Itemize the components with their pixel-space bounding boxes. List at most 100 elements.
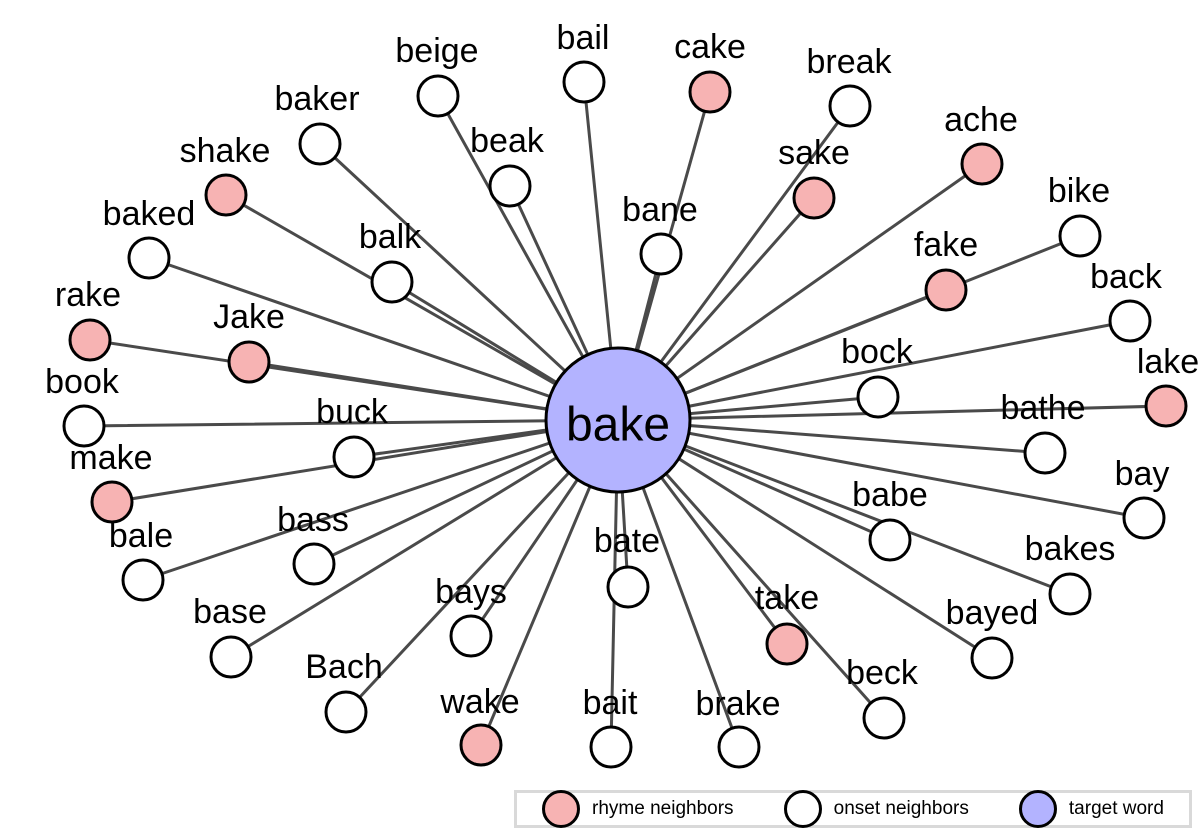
node-label-ache: ache — [944, 101, 1018, 139]
node-label-beck: beck — [846, 654, 919, 692]
node-jake — [227, 340, 271, 384]
legend: rhyme neighbors onset neighbors target w… — [514, 790, 1192, 828]
node-cake — [688, 70, 732, 114]
node-buck — [332, 435, 376, 479]
node-bate — [606, 565, 650, 609]
node-baked — [127, 236, 171, 280]
target-node-label: bake — [566, 399, 670, 452]
node-break — [828, 84, 872, 128]
node-beige — [416, 74, 460, 118]
node-label-jake: Jake — [213, 298, 285, 336]
node-bakes — [1048, 572, 1092, 616]
edge-ache — [616, 162, 984, 422]
legend-swatch-onset — [783, 790, 822, 828]
node-label-fake: fake — [914, 226, 978, 264]
node-label-wake: wake — [439, 683, 519, 721]
node-lake — [1144, 384, 1188, 428]
node-bayed — [970, 636, 1014, 680]
edge-bayed — [616, 418, 994, 660]
node-bike — [1058, 214, 1102, 258]
node-bass — [292, 542, 336, 586]
node-make — [90, 480, 134, 524]
node-label-beige: beige — [395, 32, 478, 70]
node-shake — [204, 173, 248, 217]
node-label-bail: bail — [557, 19, 610, 57]
node-label-sake: sake — [778, 134, 850, 172]
node-label-bayed: bayed — [946, 594, 1039, 632]
node-label-bane: bane — [622, 191, 698, 229]
legend-item-onset: onset neighbors — [783, 790, 969, 828]
node-label-bach: Bach — [305, 648, 383, 686]
node-baker — [298, 122, 342, 166]
node-label-baked: baked — [103, 195, 196, 233]
node-label-balk: balk — [359, 218, 422, 256]
node-beak — [488, 164, 532, 208]
node-ache — [960, 142, 1004, 186]
node-bock — [856, 375, 900, 419]
node-bale — [121, 558, 165, 602]
node-wake — [459, 723, 503, 767]
node-label-baker: baker — [274, 80, 359, 118]
legend-item-rhyme: rhyme neighbors — [542, 790, 734, 828]
node-label-bait: bait — [583, 684, 638, 722]
node-label-bays: bays — [435, 573, 507, 611]
node-label-shake: shake — [180, 132, 271, 170]
node-label-bass: bass — [277, 501, 349, 539]
edge-back — [616, 319, 1132, 422]
edge-bakes — [616, 418, 1072, 596]
node-label-buck: buck — [316, 393, 389, 431]
node-label-cake: cake — [674, 28, 746, 66]
target-node-group: bake — [544, 346, 692, 494]
node-brake — [717, 725, 761, 769]
node-label-beak: beak — [470, 122, 545, 160]
legend-label-target: target word — [1068, 798, 1164, 819]
edge-bale — [141, 418, 620, 582]
node-label-base: base — [193, 593, 267, 631]
edge-book — [82, 418, 620, 428]
node-label-rake: rake — [55, 276, 121, 314]
legend-item-target: target word — [1018, 790, 1164, 828]
node-bail — [562, 60, 606, 104]
node-bays — [449, 614, 493, 658]
node-label-bay: bay — [1115, 455, 1170, 493]
node-balk — [370, 260, 414, 304]
node-sake — [792, 176, 836, 220]
node-label-babe: babe — [852, 476, 928, 514]
edge-shake — [224, 193, 620, 422]
node-label-bathe: bathe — [1000, 389, 1085, 427]
node-label-brake: brake — [695, 685, 780, 723]
node-back — [1108, 299, 1152, 343]
node-babe — [868, 518, 912, 562]
node-label-back: back — [1090, 258, 1163, 296]
target-node — [544, 346, 692, 494]
nodes-layer: beige bail cake break baker beak ache sake shake… — [45, 19, 1199, 769]
node-label-bike: bike — [1048, 172, 1110, 210]
edge-base — [229, 418, 620, 659]
legend-swatch-target — [1018, 790, 1057, 828]
node-bach — [324, 690, 368, 734]
node-base — [209, 635, 253, 679]
node-bait — [589, 725, 633, 769]
edge-baked — [147, 256, 620, 422]
node-rake — [68, 318, 112, 362]
node-label-bakes: bakes — [1025, 530, 1116, 568]
node-label-bock: bock — [841, 333, 914, 371]
node-label-break: break — [806, 43, 892, 81]
node-label-bale: bale — [109, 517, 173, 555]
node-bane — [639, 232, 683, 276]
node-bay — [1122, 496, 1166, 540]
legend-swatch-rhyme — [542, 790, 581, 828]
node-beck — [862, 696, 906, 740]
node-fake — [924, 268, 968, 312]
node-label-book: book — [45, 363, 120, 401]
node-label-lake: lake — [1137, 343, 1199, 381]
node-bathe — [1023, 431, 1067, 475]
node-label-bate: bate — [594, 522, 660, 560]
edge-bay — [616, 418, 1146, 520]
node-label-take: take — [755, 579, 819, 617]
node-label-make: make — [69, 439, 152, 477]
legend-label-rhyme: rhyme neighbors — [592, 798, 734, 819]
legend-label-onset: onset neighbors — [833, 798, 969, 819]
node-take — [765, 622, 809, 666]
